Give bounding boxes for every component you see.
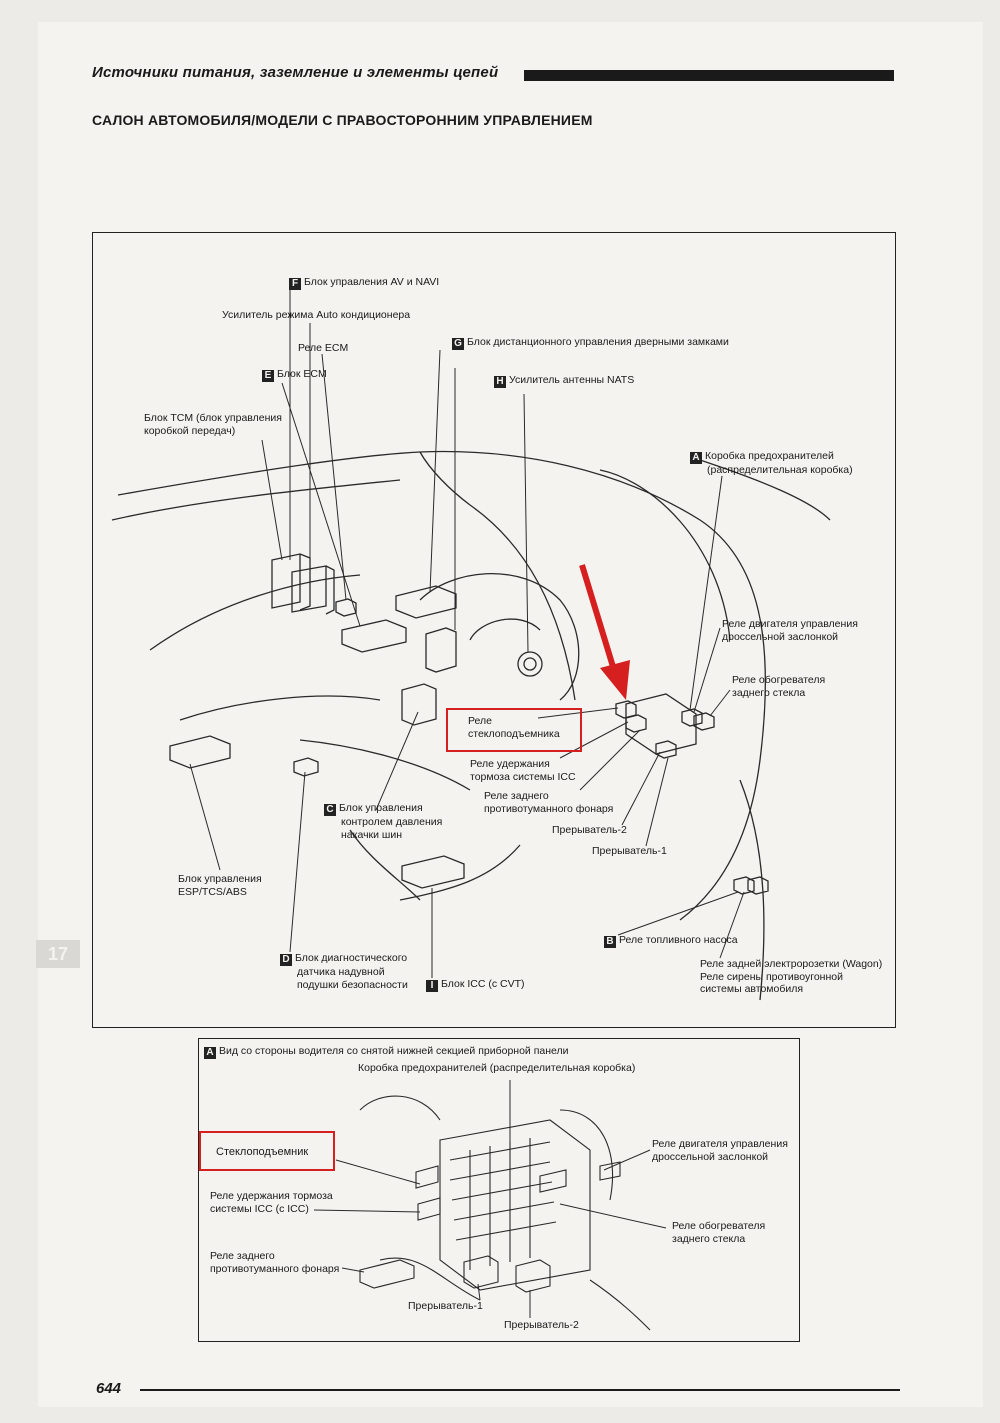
badge-a: A: [690, 452, 702, 464]
label-ecm-relay: Реле ECM: [298, 342, 349, 354]
inset-breaker2: [515, 1259, 551, 1293]
main-diagram-frame: [92, 232, 896, 1028]
door-lock-box: [425, 627, 457, 673]
nats-amp: [517, 651, 543, 677]
highlight-window-inset: [199, 1131, 335, 1171]
inset-label-breaker1: Прерыватель-1: [408, 1300, 483, 1312]
relay-cluster: [615, 700, 677, 759]
badge-f: F: [289, 278, 301, 290]
icc-box: [401, 855, 465, 889]
badge-d: D: [280, 954, 292, 966]
inset-label-window: Стеклоподъемник: [216, 1146, 309, 1158]
inset-label-fuse-box: Коробка предохранителей (распределительн…: [358, 1062, 636, 1074]
relay-pair-right: [681, 708, 715, 731]
fuel-relay-box: [733, 876, 769, 895]
header-rule: [524, 70, 894, 81]
inset-label-throttle: Реле двигателя управления дроссельной за…: [652, 1138, 788, 1163]
ecm-box: [341, 619, 407, 653]
inset-fusebox: [439, 1119, 591, 1291]
badge-i: I: [426, 980, 438, 992]
inset-breaker1: [463, 1255, 499, 1289]
highlight-window-relay: [446, 708, 582, 752]
label-esp-block: Блок управления ESP/TCS/ABS: [178, 873, 262, 898]
red-arrow-icon: [579, 564, 630, 700]
tpms-box: [401, 683, 437, 726]
inset-label-icc-brake: Реле удержания тормоза системы ICC (с IC…: [210, 1190, 333, 1215]
av-navi-box: [395, 585, 457, 619]
chapter-tab: 17: [36, 940, 80, 968]
ac-amp-box: [291, 565, 335, 615]
label-rear-fog-relay: Реле заднего противотуманного фонаря: [484, 790, 614, 815]
page-number: 644: [96, 1380, 122, 1397]
badge-c: C: [324, 804, 336, 816]
label-tcm-block: Блок TCM (блок управления коробкой перед…: [144, 412, 282, 437]
badge-g: G: [452, 338, 464, 350]
label-throttle-relay: Реле двигателя управления дроссельной за…: [722, 618, 858, 643]
label-auto-ac-amp: Усилитель режима Auto кондиционера: [222, 309, 411, 321]
label-rear-defog-relay: Реле обогревателя заднего стекла: [732, 674, 826, 699]
esp-box: [169, 735, 231, 769]
label-rear-socket-relay: Реле задней электророзетки (Wagon) Реле …: [700, 958, 883, 995]
fuse-box-a: [625, 693, 697, 755]
inset-label-breaker2: Прерыватель-2: [504, 1319, 579, 1331]
inset-label-defog: Реле обогревателя заднего стекла: [672, 1220, 766, 1245]
tcm-box: [271, 553, 311, 611]
inset-frame: [198, 1038, 800, 1342]
footer-rule: [140, 1389, 900, 1391]
airbag-box: [293, 757, 319, 777]
badge-e: E: [262, 370, 274, 382]
label-icc-brake-relay: Реле удержания тормоза системы ICC: [470, 758, 576, 783]
label-window-relay: Реле стеклоподъемника: [468, 715, 560, 740]
label-breaker2: Прерыватель-2: [552, 824, 627, 836]
section-title: Источники питания, заземление и элементы…: [92, 64, 499, 81]
inset-label-rear-fog: Реле заднего противотуманного фонаря: [210, 1250, 340, 1275]
badge-h: H: [494, 376, 506, 388]
page-subtitle: САЛОН АВТОМОБИЛЯ/МОДЕЛИ С ПРАВОСТОРОННИМ…: [92, 112, 593, 128]
ecm-relay-box: [335, 598, 357, 617]
dashboard-outline: [117, 450, 767, 921]
badge-b: B: [604, 936, 616, 948]
badge-a-inset: A: [204, 1047, 216, 1059]
label-breaker1: Прерыватель-1: [592, 845, 667, 857]
